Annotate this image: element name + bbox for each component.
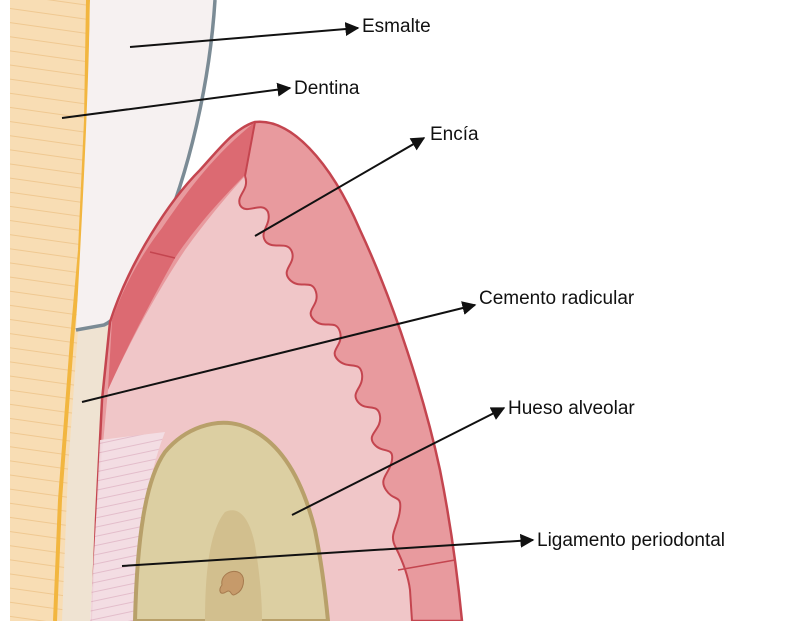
label-cemento: Cemento radicular [479,288,635,309]
label-encia: Encía [430,124,479,145]
label-esmalte: Esmalte [362,16,431,37]
label-hueso: Hueso alveolar [508,398,635,419]
label-ligamento: Ligamento periodontal [537,530,725,551]
label-dentina: Dentina [294,78,360,99]
